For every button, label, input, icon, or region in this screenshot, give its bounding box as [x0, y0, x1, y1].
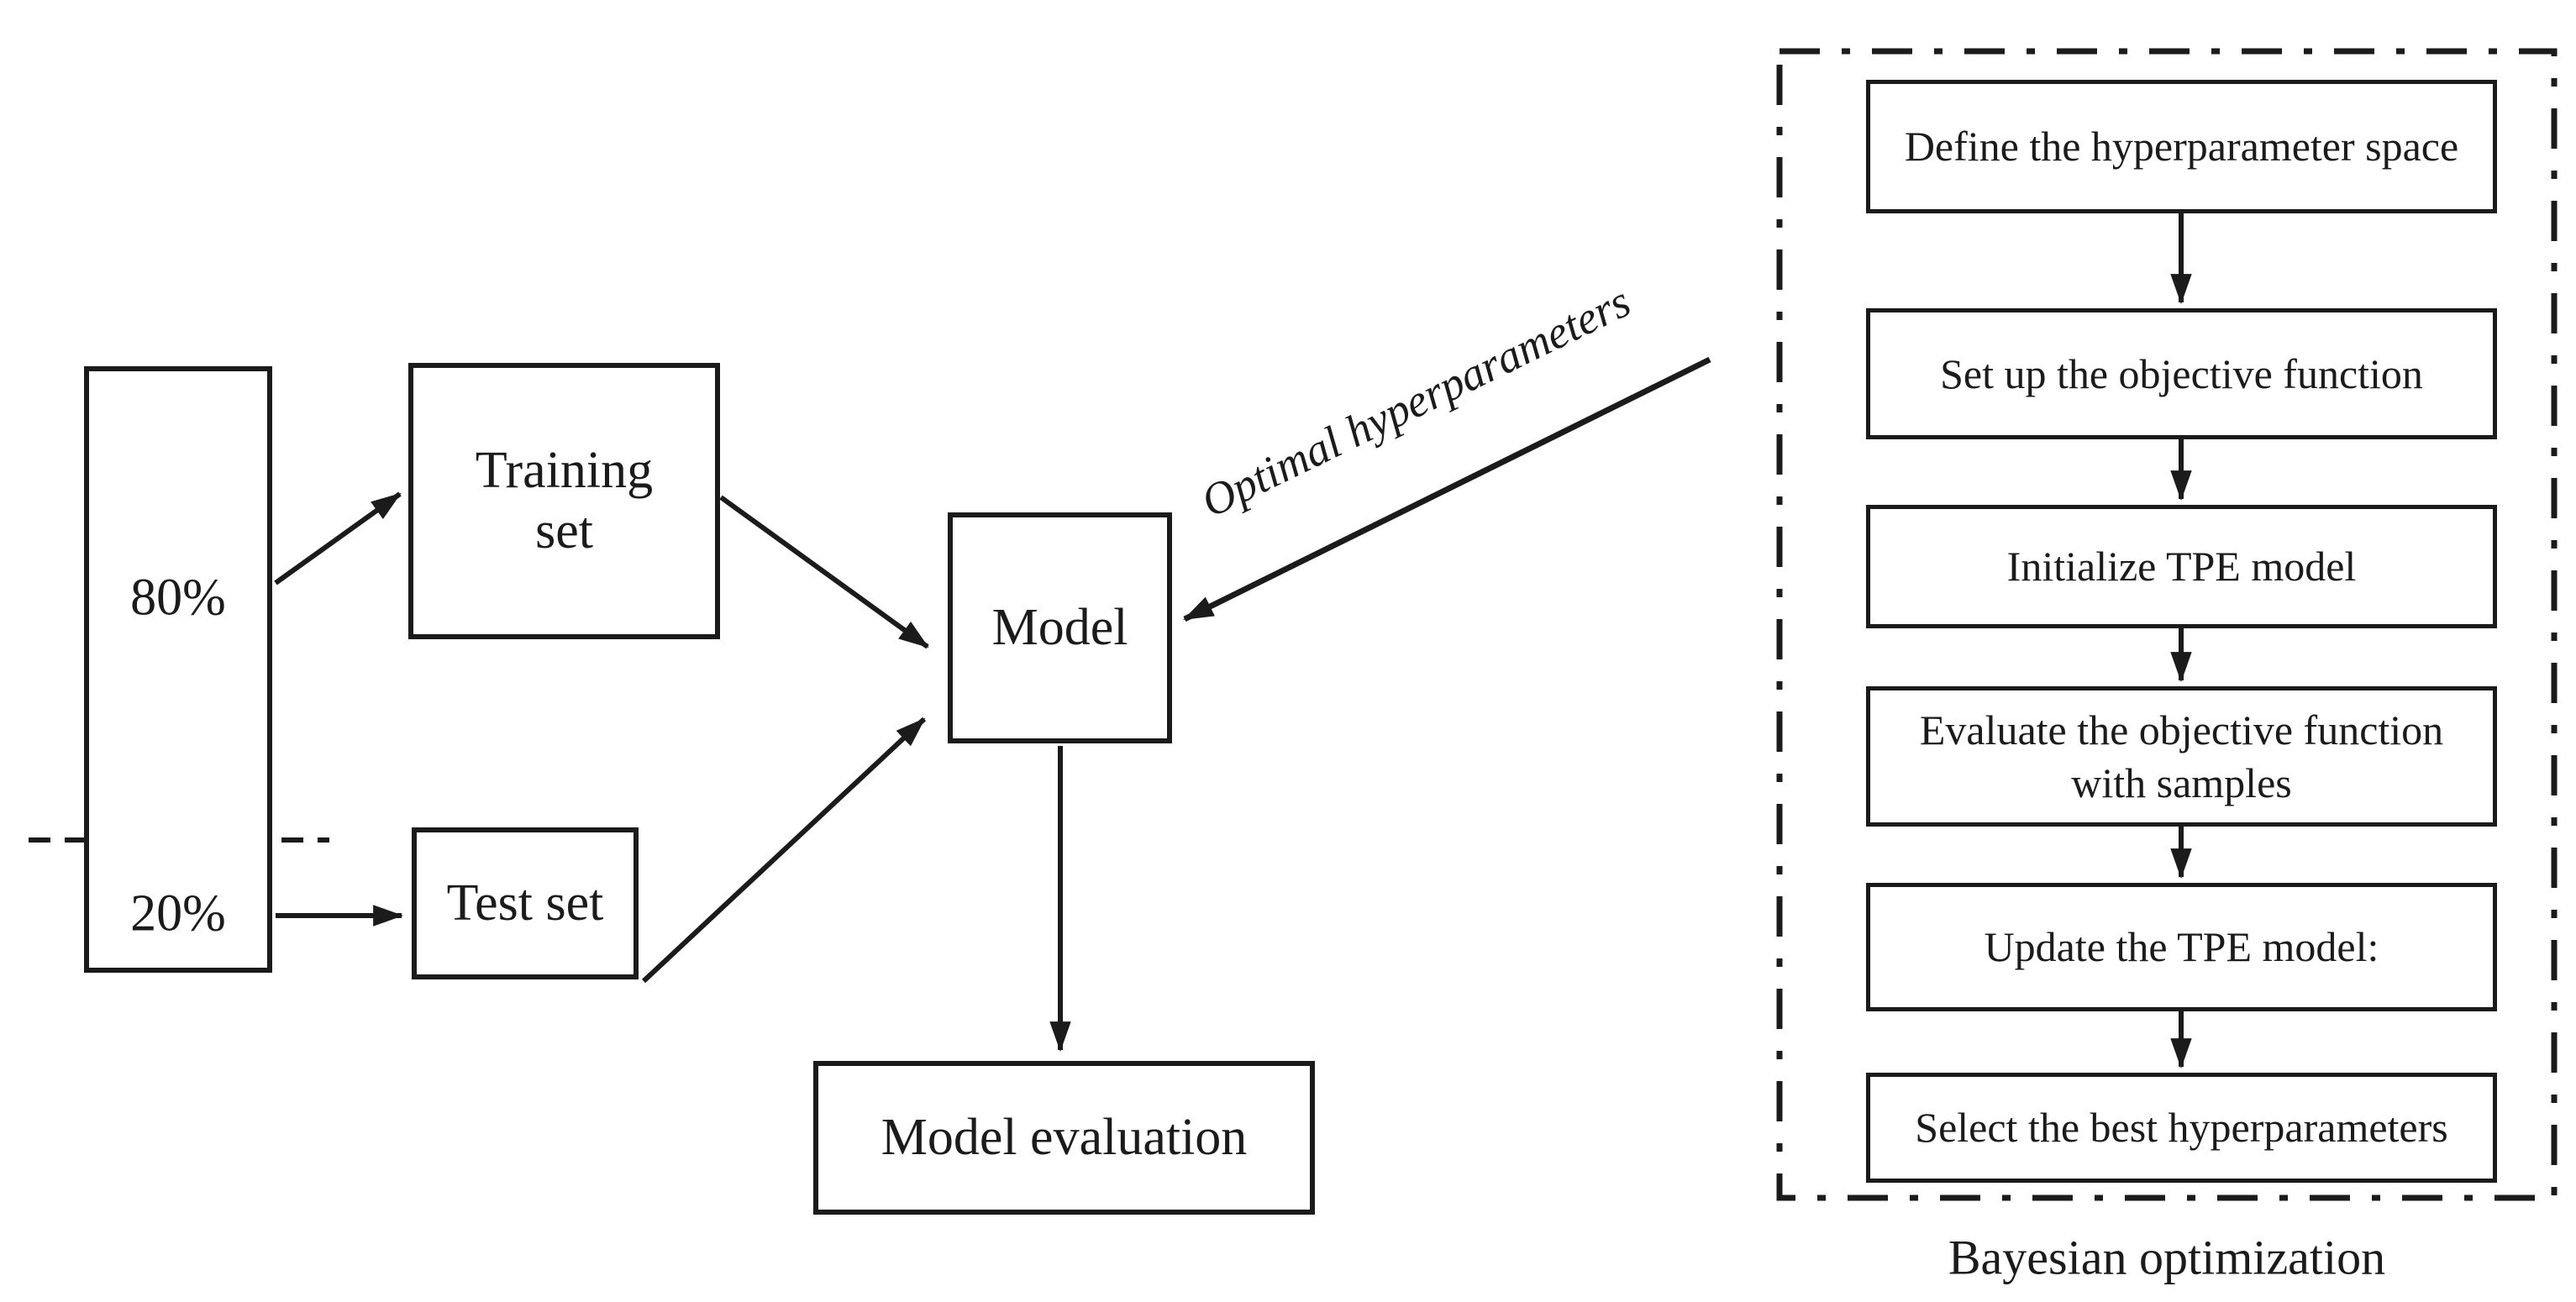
step-label: Initialize TPE model [2006, 543, 2357, 591]
step-evaluate-objective-function: Evaluate the objective function with sam… [1866, 686, 2497, 827]
model-node: Model [948, 512, 1172, 743]
model-evaluation-node: Model evaluation [813, 1061, 1315, 1215]
step-set-up-objective-function: Set up the objective function [1866, 308, 2497, 439]
model-label: Model [991, 598, 1128, 656]
step-label: Select the best hyperparameters [1915, 1104, 2448, 1152]
split-20-label: 20% [130, 885, 226, 942]
step-label: Set up the objective function [1940, 349, 2423, 397]
arrow-training-set-to-model [719, 495, 929, 649]
data-split-box [84, 366, 272, 973]
step-update-tpe-model: Update the TPE model: [1866, 883, 2497, 1011]
split-80-label: 80% [130, 569, 226, 627]
step-label: Define the hyperparameter space [1904, 123, 2459, 171]
bayesian-panel-border [1776, 48, 2558, 1201]
bayesian-panel-caption: Bayesian optimization [1948, 1230, 2386, 1285]
test-set-node: Test set [412, 827, 639, 979]
step-define-hyperparameter-space: Define the hyperparameter space [1866, 80, 2497, 213]
arrow-80-to-training-set [274, 491, 402, 585]
step-label: Evaluate the objective function with sam… [1919, 706, 2444, 806]
training-set-node: Training set [408, 363, 720, 639]
step-initialize-tpe-model: Initialize TPE model [1866, 505, 2497, 628]
arrow-optimal-hyperparameters-to-model [1183, 356, 1711, 622]
test-set-label: Test set [446, 874, 604, 932]
arrow-test-set-to-model [641, 717, 927, 984]
training-set-label: Training set [475, 442, 654, 559]
model-evaluation-label: Model evaluation [881, 1108, 1248, 1166]
step-select-best-hyperparameters: Select the best hyperparameters [1866, 1073, 2497, 1183]
step-label: Update the TPE model: [1984, 923, 2379, 971]
